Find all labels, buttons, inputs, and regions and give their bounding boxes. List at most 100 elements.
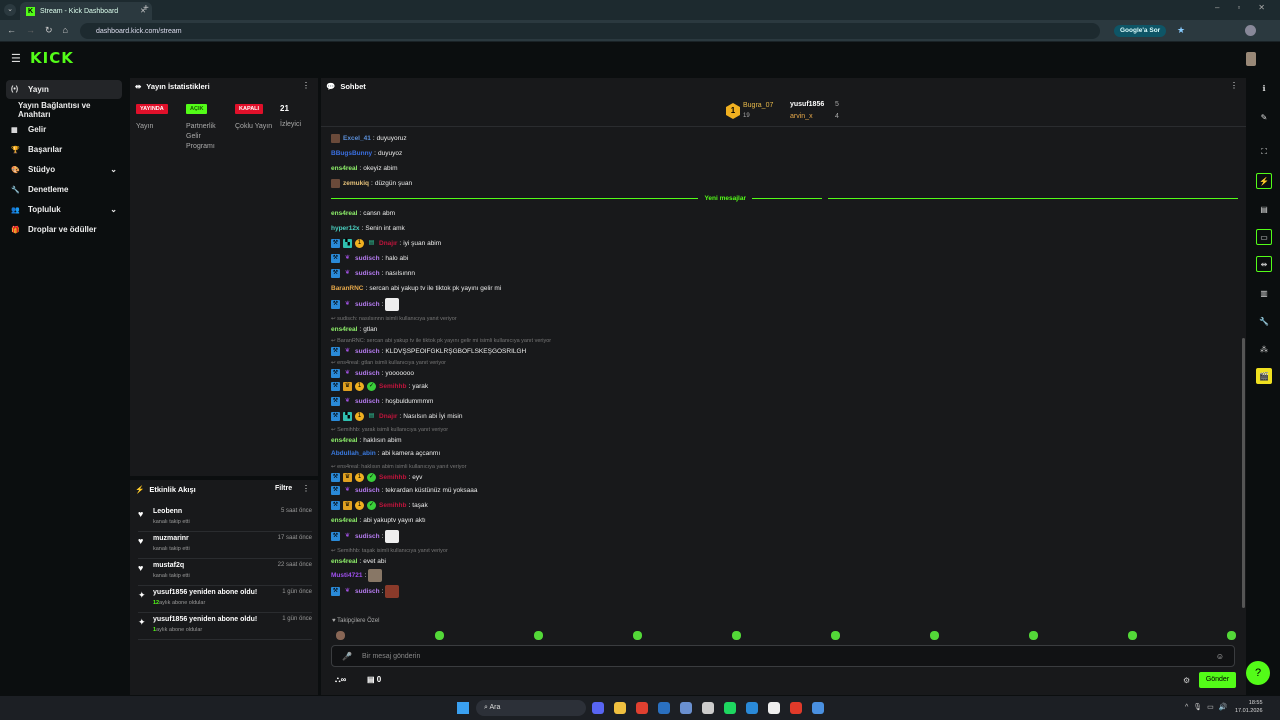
system-tray-icons[interactable]: ^🎙▭🔊	[1185, 704, 1233, 711]
menu-icon[interactable]: ☰	[11, 53, 21, 65]
chat-message[interactable]: ⚒❦sudisch:hoşbuldummmm	[331, 397, 434, 406]
taskbar-app-icon[interactable]	[746, 702, 758, 714]
verified-badge-icon[interactable]: ✓	[367, 501, 376, 510]
close-window-icon[interactable]: ✕	[1258, 3, 1265, 12]
google-lens-button[interactable]: Google'a Sor	[1114, 25, 1167, 37]
taskbar-search[interactable]: ⌕ Ara	[476, 700, 586, 716]
pencil-icon[interactable]: ✎	[1260, 112, 1268, 122]
gift-badge-icon[interactable]: ❦	[344, 588, 351, 594]
chat-username[interactable]: sudisch	[355, 348, 380, 355]
crown-badge-icon[interactable]: ♛	[343, 382, 352, 391]
chat-username[interactable]: sudisch	[355, 398, 380, 405]
leader-3-name[interactable]: arvin_x	[790, 113, 813, 120]
moderator-badge-icon[interactable]: ⚒	[331, 501, 340, 510]
kick-logo[interactable]: KICK	[30, 49, 74, 67]
chat-username[interactable]: ens4real	[331, 165, 358, 172]
chat-username[interactable]: ens4real	[331, 210, 358, 217]
close-tab-icon[interactable]: ✕	[140, 8, 146, 15]
gift-badge-icon[interactable]: ❦	[344, 487, 351, 493]
more-icon[interactable]: ⋮	[1230, 81, 1238, 90]
chat-icon[interactable]: ▭	[1256, 229, 1272, 245]
chat-username[interactable]: sudisch	[355, 255, 380, 262]
user-avatar-icon[interactable]	[331, 134, 340, 143]
chat-message[interactable]: Abdullah_abin:abi kamera açcanmı	[331, 450, 441, 457]
document-icon[interactable]: ▤	[1260, 204, 1268, 214]
vip-badge-icon[interactable]: ▚	[343, 239, 352, 248]
forward-icon[interactable]: →	[26, 25, 35, 35]
chat-message[interactable]: zemukiq:düzgün şuan	[331, 176, 1231, 191]
share-icon[interactable]: ⁂	[1260, 344, 1268, 354]
chat-message[interactable]: ⚒♛1✓Semihhb:eyv	[331, 473, 423, 482]
chat-message[interactable]: ⚒❦sudisch:tekrardan küstünüz mü yoksaaa	[331, 486, 478, 495]
profile-avatar[interactable]	[1245, 25, 1256, 36]
wrench-icon[interactable]: 🔧	[1259, 316, 1269, 326]
chat-message[interactable]: ens4real:okeyiz abim	[331, 165, 398, 172]
server-icon[interactable]: ▥	[1260, 288, 1268, 298]
chat-message[interactable]: ⚒❦sudisch:	[331, 528, 1231, 545]
send-button[interactable]: Gönder	[1199, 672, 1236, 688]
chat-message[interactable]: ens4real:haklısın abim	[331, 437, 402, 444]
chat-username[interactable]: sudisch	[355, 270, 380, 277]
info-icon[interactable]: ℹ	[1262, 83, 1266, 93]
subscriber-badge-icon[interactable]: ▤	[368, 413, 375, 419]
emoji-icon[interactable]: ☺	[1215, 651, 1224, 661]
tab-search-button[interactable]: ⌄	[4, 4, 16, 16]
moderator-badge-icon[interactable]: ⚒	[331, 239, 340, 248]
sidebar-item[interactable]: Yayın Bağlantısı ve Anahtarı	[6, 100, 122, 119]
coin-badge-icon[interactable]: 1	[355, 412, 364, 421]
chat-message[interactable]: ens4real:gtlan	[331, 326, 378, 333]
chat-username[interactable]: ens4real	[331, 558, 358, 565]
emote-icon[interactable]	[1128, 631, 1137, 640]
more-icon[interactable]: ⋮	[302, 81, 310, 90]
crown-badge-icon[interactable]: ♛	[343, 501, 352, 510]
moderator-badge-icon[interactable]: ⚒	[331, 347, 340, 356]
leader-2-name[interactable]: yusuf1856	[790, 101, 825, 108]
sidebar-item[interactable]: (•)Yayın	[6, 80, 122, 99]
taskbar-app-icon[interactable]	[658, 702, 670, 714]
chat-username[interactable]: Semihhb	[379, 502, 407, 509]
url-bar[interactable]: dashboard.kick.com/stream	[80, 23, 1100, 39]
more-icon[interactable]: ⋮	[302, 484, 310, 493]
emote-icon[interactable]	[930, 631, 939, 640]
coin-badge-icon[interactable]: 1	[355, 382, 364, 391]
taskbar-app-icon[interactable]	[702, 702, 714, 714]
emote-icon[interactable]	[435, 631, 444, 640]
new-tab-button[interactable]: +	[143, 3, 149, 14]
browser-tab[interactable]: K Stream - Kick Dashboard ✕	[20, 2, 152, 20]
chat-username[interactable]: Excel_41	[343, 135, 371, 142]
chat-username[interactable]: Dnajır	[379, 240, 398, 247]
crown-badge-icon[interactable]: ♛	[343, 473, 352, 482]
sidebar-item[interactable]: 🔧Denetleme	[6, 180, 122, 199]
gift-badge-icon[interactable]: ❦	[344, 533, 351, 539]
bolt-icon[interactable]: ⚡	[1256, 173, 1272, 189]
chat-message[interactable]: hyper12x:Senin int amk	[331, 225, 405, 232]
chat-username[interactable]: Semihhb	[379, 474, 407, 481]
chat-message[interactable]: ⚒▚1▤Dnajır:iyi şuan abim	[331, 239, 442, 248]
taskbar-app-icon[interactable]	[790, 702, 802, 714]
moderator-badge-icon[interactable]: ⚒	[331, 486, 340, 495]
chat-username[interactable]: sudisch	[355, 487, 380, 494]
gift-badge-icon[interactable]: ❦	[344, 370, 351, 376]
gift-badge-icon[interactable]: ❦	[344, 301, 351, 307]
emote-icon[interactable]	[1227, 631, 1236, 640]
chat-message[interactable]: ⚒❦sudisch:KLDVŞSPEOIFGKLRŞGBOFLSKEŞGOSRI…	[331, 347, 527, 356]
chat-username[interactable]: sudisch	[355, 370, 380, 377]
chat-username[interactable]: zemukiq	[343, 180, 370, 187]
moderator-badge-icon[interactable]: ⚒	[331, 587, 340, 596]
chat-message[interactable]: ⚒♛1✓Semihhb:yarak	[331, 382, 429, 391]
taskbar-app-icon[interactable]	[592, 702, 604, 714]
taskbar-app-icon[interactable]	[724, 702, 736, 714]
chevron-down-icon[interactable]: ⌄	[110, 165, 117, 174]
gift-badge-icon[interactable]: ❦	[344, 270, 351, 276]
moderator-badge-icon[interactable]: ⚒	[331, 532, 340, 541]
sidebar-item[interactable]: 🎁Droplar ve ödüller	[6, 220, 122, 239]
broadcast-icon[interactable]: ⇹	[1256, 256, 1272, 272]
verified-badge-icon[interactable]: ✓	[367, 473, 376, 482]
sidebar-item[interactable]: 👥Topluluk⌄	[6, 200, 122, 219]
gift-badge-icon[interactable]: ❦	[344, 255, 351, 261]
moderator-badge-icon[interactable]: ⚒	[331, 382, 340, 391]
chat-scrollbar[interactable]	[1242, 338, 1245, 608]
